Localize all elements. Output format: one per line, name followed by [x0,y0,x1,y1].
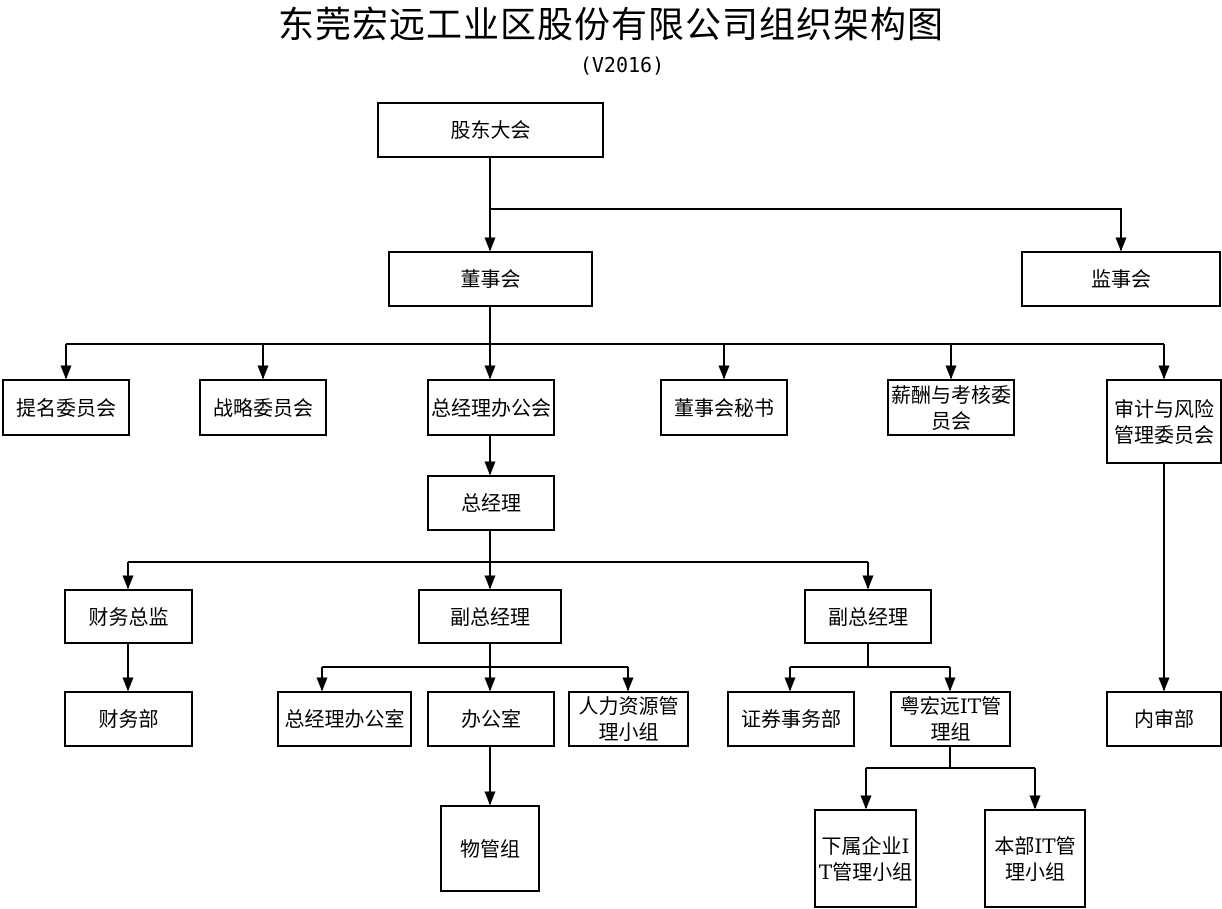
node-label: 财务总监 [88,604,169,629]
node-deputy-gm: 副总经理 [418,589,562,644]
node-label: 总经理 [461,491,521,515]
chart-version: (V2016) [579,53,665,77]
node-audit-risk-committee: 审计与风险管理委员会 [1106,379,1222,464]
node-label: 副总经理 [450,604,530,629]
node-label: 内审部 [1134,707,1194,731]
node-label: 战略委员会 [213,395,313,420]
node-office: 办公室 [427,691,555,747]
node-label: 董事会秘书 [674,395,774,420]
node-label: 物管组 [460,836,520,861]
node-board-secretary: 董事会秘书 [660,379,788,436]
node-it-management-group: 粤宏远IT管理组 [890,691,1011,747]
node-gm-office: 总经理办公室 [277,691,412,747]
node-headquarters-it-group: 本部IT管理小组 [984,809,1086,908]
node-deputy-gm: 副总经理 [804,589,932,644]
node-property-group: 物管组 [440,805,540,892]
node-label: 监事会 [1091,267,1151,291]
node-label: 本部IT管理小组 [994,833,1076,884]
node-label: 下属企业IT管理小组 [818,833,913,884]
node-finance-director: 财务总监 [64,589,193,644]
node-hr-group: 人力资源管理小组 [568,691,689,747]
node-label: 股东大会 [450,118,531,142]
node-label: 薪酬与考核委员会 [891,382,1011,433]
node-label: 证券事务部 [741,707,841,731]
node-nomination-committee: 提名委员会 [2,379,130,436]
node-securities-department: 证券事务部 [727,691,855,747]
node-strategy-committee: 战略委员会 [199,379,327,436]
node-supervisory-board: 监事会 [1021,251,1221,307]
node-shareholders-meeting: 股东大会 [377,102,604,158]
node-label: 副总经理 [828,604,908,629]
connector-line [490,208,1127,252]
node-label: 总经理办公室 [284,707,405,731]
node-subsidiary-it-group: 下属企业IT管理小组 [814,809,917,908]
node-label: 董事会 [460,267,521,291]
node-label: 人力资源管理小组 [578,694,679,744]
node-board-of-directors: 董事会 [388,251,593,307]
node-gm-office-meeting: 总经理办公会 [427,379,555,436]
node-compensation-committee: 薪酬与考核委员会 [887,379,1015,436]
node-general-manager: 总经理 [427,475,555,531]
chart-title: 东莞宏远工业区股份有限公司组织架构图 [277,5,944,46]
node-label: 审计与风险管理委员会 [1114,396,1214,447]
node-label: 办公室 [461,707,521,731]
node-internal-audit-department: 内审部 [1106,691,1222,747]
node-finance-department: 财务部 [64,691,193,747]
node-label: 总经理办公会 [431,395,551,420]
node-label: 财务部 [98,707,159,731]
node-label: 提名委员会 [16,395,116,420]
node-label: 粤宏远IT管理组 [899,694,1002,744]
